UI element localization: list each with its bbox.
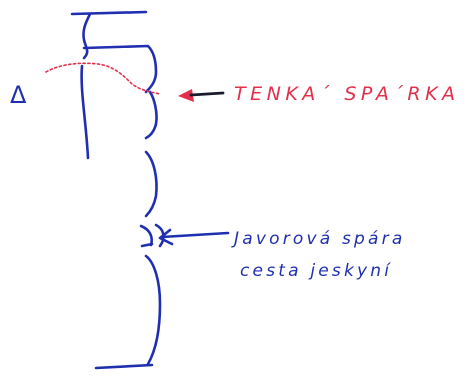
label-main-fissure-line1: Javorová spára: [231, 229, 405, 249]
bracket-thin-fissure: [144, 90, 158, 140]
main-fissure-arrow-stem: [160, 231, 230, 239]
thin-fissure-dashed-line: [45, 62, 161, 95]
main-fissure-arrow-head: [158, 228, 174, 246]
left-wall: [80, 64, 90, 160]
bracket-bottom: [144, 254, 162, 366]
thin-fissure-arrow-stem: [189, 91, 225, 97]
bracket-middle: [144, 150, 158, 218]
bracket-upper-right: [82, 44, 158, 94]
delta-symbol: Δ: [10, 81, 27, 109]
bottom-line: [94, 363, 154, 370]
bracket-fissure-upper: [139, 224, 153, 247]
label-main-fissure-line2: cesta jeskyní: [240, 261, 392, 281]
bracket-top: [82, 12, 92, 60]
bracket-fissure-link: [140, 242, 154, 248]
label-thin-fissure: TENKA´ SPA´RKA: [234, 83, 460, 105]
thin-fissure-arrow-head: [178, 89, 194, 102]
top-line: [70, 10, 148, 16]
